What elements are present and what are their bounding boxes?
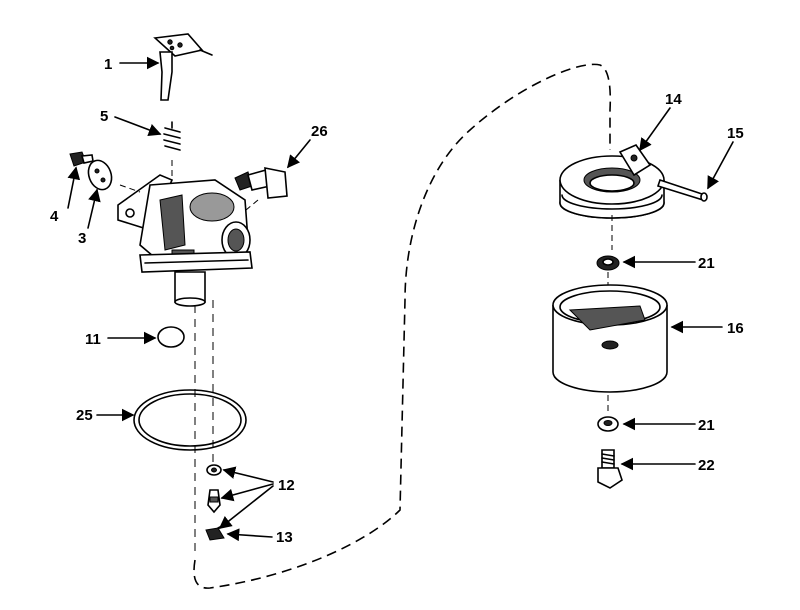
callout-22: 22 [698, 457, 715, 474]
callout-13: 13 [276, 529, 293, 546]
part-21-lower-washer [597, 416, 619, 432]
part-15-hinge-pin [656, 178, 708, 202]
callout-5: 5 [100, 108, 108, 125]
part-3-plate [87, 159, 113, 191]
part-11-welch-plug [157, 326, 185, 348]
callout-1: 1 [104, 56, 112, 73]
part-22-bowl-nut [597, 449, 623, 489]
part-25-gasket-ring [133, 389, 247, 451]
callout-3: 3 [78, 230, 86, 247]
callout-15: 15 [727, 125, 744, 142]
callout-21-lower: 21 [698, 417, 715, 434]
part-4-screw [69, 151, 94, 167]
part-14-float [559, 144, 665, 250]
callout-4: 4 [50, 208, 59, 225]
callout-16: 16 [727, 320, 744, 337]
callout-25: 25 [76, 407, 93, 424]
callout-26: 26 [311, 123, 328, 140]
callout-14: 14 [665, 91, 682, 108]
part-1-throttle-shaft [153, 33, 213, 101]
part-21-upper-washer [596, 255, 620, 295]
part-5-spring [163, 121, 181, 180]
part-26-fuel-fitting [234, 167, 288, 211]
carburetor-body [117, 174, 253, 555]
dashed-connection-path [193, 63, 612, 589]
callout-11: 11 [85, 331, 101, 348]
leader-lines [67, 56, 734, 542]
callout-12: 12 [278, 477, 295, 494]
part-12-needle-seat [206, 464, 222, 514]
callout-21-upper: 21 [698, 255, 715, 272]
part-16-float-bowl [552, 284, 668, 415]
